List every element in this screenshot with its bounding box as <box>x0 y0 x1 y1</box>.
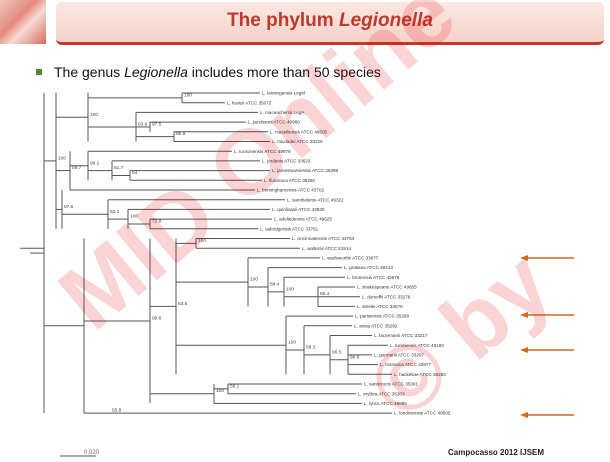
bootstrap-value: 100 <box>288 340 296 346</box>
bacteria-thumbnail-image <box>0 0 46 44</box>
bootstrap-value: 100 <box>90 112 98 118</box>
bootstrap-value: 58.3 <box>306 345 316 351</box>
leaf-label: L. sainthelensi ATCC 49322 <box>287 197 344 202</box>
leaf-label: L. oakridgensis ATCC 33761 <box>260 226 319 231</box>
leaf-label: L. steelei ATCC 33876 <box>357 304 403 309</box>
bootstrap-value: 100 <box>58 155 66 161</box>
bullet-text-italic: Legionella <box>124 64 188 80</box>
highlight-arrow-icon <box>520 347 574 353</box>
bootstrap-value: 58.1 <box>230 383 240 389</box>
slide-header: The phylum Legionella <box>0 0 610 46</box>
leaf-label: L. shakespearei ATCC 49655 <box>357 285 417 290</box>
bootstrap-value: 96.8 <box>176 131 186 137</box>
leaf-label: L. cincinnatiensis ATCC 43753 <box>292 236 355 241</box>
bullet-marker-icon <box>36 69 42 75</box>
leaf-label: L. brunensis ATCC 43878 <box>347 275 400 280</box>
bootstrap-value: 97.6 <box>64 204 74 210</box>
bootstrap-value: 55.8 <box>112 408 122 414</box>
bullet-text-pre: The genus <box>54 64 124 80</box>
scale-bar-label: 0.020 <box>84 450 99 456</box>
bootstrap-value: 96.5 <box>332 349 342 355</box>
bootstrap-value: 58.4 <box>270 282 280 288</box>
bootstrap-value: 81.7 <box>114 165 124 171</box>
leaf-label: L. wadsworthii ATCC 33877 <box>322 256 379 261</box>
leaf-label: L. dumoffii ATCC 33279 <box>362 294 411 299</box>
leaf-label: L. quinlivanii ATCC 43830 <box>272 207 325 212</box>
leaf-label: L. waltersii ATCC 51914 <box>302 246 351 251</box>
bootstrap-value: 54 <box>132 170 138 176</box>
leaf-label: L. gratiana ATCC 49413 <box>344 265 393 270</box>
bootstrap-value: 55.4 <box>320 291 330 297</box>
highlight-arrow-icon <box>520 412 574 418</box>
bootstrap-value: 99.8 <box>152 315 162 321</box>
bootstrap-value: 83.6 <box>178 301 188 307</box>
title-prefix: The phylum <box>227 10 339 31</box>
leaf-label: L. adelaidensis ATCC 49625 <box>274 217 332 222</box>
citation-credit: Campocasso 2012 IJSEM <box>448 448 544 457</box>
bootstrap-value: 99.1 <box>90 160 100 166</box>
bootstrap-value: 100 <box>286 286 294 292</box>
bootstrap-value: 97.5 <box>152 121 162 127</box>
bootstrap-value: 100 <box>184 92 192 98</box>
bootstrap-value: 100 <box>250 277 258 283</box>
bootstrap-value: 59.7 <box>72 165 82 171</box>
bootstrap-value: 100 <box>216 388 224 394</box>
